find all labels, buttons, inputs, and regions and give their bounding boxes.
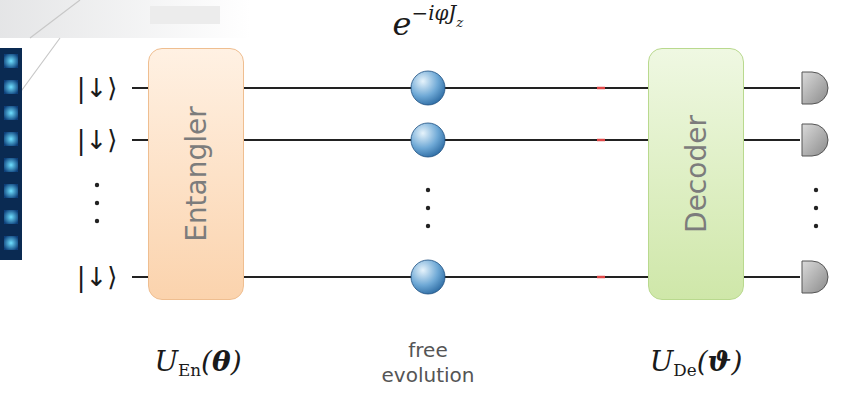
phase-operator: e−iφJz — [393, 2, 464, 43]
input-wires — [132, 88, 148, 277]
output-wires — [744, 88, 800, 277]
qubit-wire — [244, 139, 648, 141]
decoder-box: Decoder — [648, 48, 744, 300]
ket-label: |↓⟩ — [77, 125, 118, 155]
ion-chain — [0, 48, 22, 260]
ket-label: |↓⟩ — [77, 73, 118, 103]
box-title: Decoder — [680, 115, 713, 233]
unitary-label: UDe(ϑ) — [650, 345, 743, 380]
detectors — [802, 72, 828, 293]
qubit-wire — [244, 276, 648, 278]
qubit-wire — [244, 87, 648, 89]
box-title: Entangler — [180, 106, 213, 242]
ket-label: |↓⟩ — [77, 262, 118, 292]
stage-caption: free evolution — [373, 338, 483, 388]
red-marks — [597, 88, 605, 277]
phase-gates — [411, 71, 445, 294]
entangler-box: Entangler — [148, 48, 244, 300]
unitary-label: UEn(θ) — [154, 345, 241, 380]
